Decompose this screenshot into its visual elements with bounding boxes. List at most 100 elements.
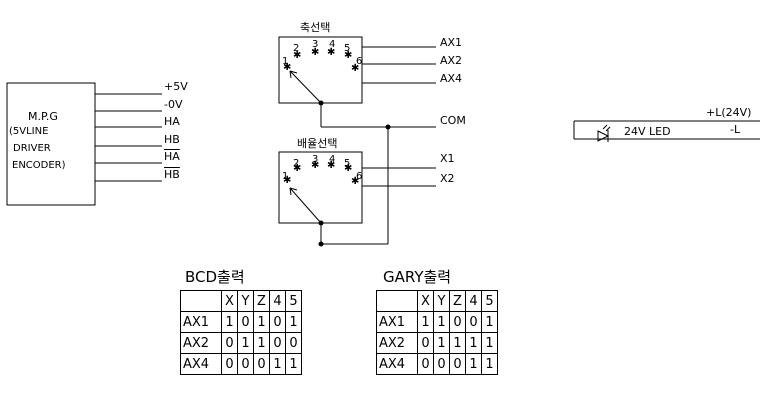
gary-table-title: GARY출력 bbox=[383, 268, 452, 286]
svg-text:✱: ✱ bbox=[327, 160, 335, 171]
table-cell: 1 bbox=[433, 332, 450, 354]
table-header-cell: 4 bbox=[269, 290, 286, 312]
svg-text:✱: ✱ bbox=[327, 47, 335, 58]
table-cell: 1 bbox=[253, 332, 270, 354]
led-label: 24V LED bbox=[624, 125, 671, 138]
table-cell: 1 bbox=[237, 332, 254, 354]
table-cell: 0 bbox=[237, 353, 254, 375]
table-row: AX1 1 1 0 0 1 bbox=[376, 311, 498, 333]
table-cell: 0 bbox=[269, 311, 286, 333]
mag-out-label-x1: X1 bbox=[440, 152, 455, 165]
table-cell: 1 bbox=[481, 332, 498, 354]
table-header-cell: Y bbox=[237, 290, 254, 312]
table-row: AX2 0 1 1 1 1 bbox=[376, 332, 498, 354]
table-cell: 1 bbox=[285, 311, 302, 333]
table-cell: 1 bbox=[449, 332, 466, 354]
axis-switch-wiper bbox=[289, 70, 322, 104]
pin-label-ha: HA bbox=[164, 115, 180, 128]
led-symbol bbox=[597, 130, 610, 142]
svg-text:✱: ✱ bbox=[293, 163, 301, 174]
table-header-cell: 4 bbox=[465, 290, 482, 312]
table-header-row: X Y Z 4 5 bbox=[180, 290, 302, 312]
bcd-truth-table: X Y Z 4 5 AX1 1 0 1 0 1 AX2 0 1 1 0 0 AX… bbox=[180, 290, 302, 375]
pin-label-hb: HB bbox=[164, 133, 180, 146]
mpg-sub-line-2: DRIVER bbox=[13, 143, 51, 154]
table-cell: AX2 bbox=[376, 332, 418, 354]
pin-label-ha-bar: HA bbox=[164, 150, 180, 163]
axis-out-label-ax4: AX4 bbox=[440, 72, 463, 85]
table-cell: 0 bbox=[417, 353, 434, 375]
mag-switch-title: 배율선택 bbox=[297, 137, 338, 150]
table-cell: 0 bbox=[221, 332, 238, 354]
table-cell: 0 bbox=[237, 311, 254, 333]
table-cell: AX4 bbox=[180, 353, 222, 375]
table-cell: 0 bbox=[285, 332, 302, 354]
junction-dot bbox=[385, 124, 391, 130]
mpg-label: M.P.G bbox=[28, 110, 58, 123]
table-header-cell bbox=[180, 290, 222, 312]
table-cell: 1 bbox=[481, 311, 498, 333]
mag-pos-3: 3 bbox=[312, 154, 319, 165]
table-cell: 0 bbox=[253, 353, 270, 375]
table-header-cell: Z bbox=[253, 290, 270, 312]
table-cell: 1 bbox=[269, 353, 286, 375]
table-cell: 1 bbox=[253, 311, 270, 333]
table-header-cell: X bbox=[417, 290, 434, 312]
junction-dot bbox=[318, 241, 324, 247]
mag-pos-5: 5 bbox=[344, 158, 351, 169]
com-label: COM bbox=[440, 114, 466, 127]
table-header-cell: 5 bbox=[285, 290, 302, 312]
mag-pos-6: 6 bbox=[356, 171, 363, 182]
junction-dot bbox=[318, 100, 324, 106]
table-row: AX4 0 0 0 1 1 bbox=[376, 353, 498, 375]
table-cell: 0 bbox=[269, 332, 286, 354]
bcd-table-title: BCD출력 bbox=[185, 268, 245, 286]
axis-pos-2: 2 bbox=[293, 43, 300, 54]
axis-switch-title: 축선택 bbox=[300, 21, 331, 34]
svg-text:✱: ✱ bbox=[283, 175, 291, 186]
table-cell: 1 bbox=[221, 311, 238, 333]
pin-label-0v: -0V bbox=[164, 98, 183, 111]
table-header-cell: Z bbox=[449, 290, 466, 312]
mag-pos-4: 4 bbox=[329, 154, 336, 165]
axis-pos-1: 1 bbox=[282, 56, 289, 67]
table-cell: AX1 bbox=[180, 311, 222, 333]
svg-text:✱: ✱ bbox=[311, 160, 319, 171]
table-header-cell: X bbox=[221, 290, 238, 312]
led-minus-label: -L bbox=[730, 123, 741, 136]
mag-pos-2: 2 bbox=[293, 158, 300, 169]
svg-text:✱: ✱ bbox=[344, 163, 352, 174]
svg-text:✱: ✱ bbox=[311, 47, 319, 58]
svg-text:✱: ✱ bbox=[351, 63, 359, 74]
table-cell: 1 bbox=[285, 353, 302, 375]
table-header-cell: 5 bbox=[481, 290, 498, 312]
axis-out-label-ax1: AX1 bbox=[440, 36, 463, 49]
table-cell: AX4 bbox=[376, 353, 418, 375]
table-cell: 0 bbox=[449, 311, 466, 333]
svg-text:✱: ✱ bbox=[344, 50, 352, 61]
table-row: AX1 1 0 1 0 1 bbox=[180, 311, 302, 333]
axis-pos-5: 5 bbox=[344, 43, 351, 54]
table-row: AX4 0 0 0 1 1 bbox=[180, 353, 302, 375]
svg-text:✱: ✱ bbox=[293, 50, 301, 61]
pin-label-5v: +5V bbox=[164, 80, 188, 93]
table-cell: 0 bbox=[221, 353, 238, 375]
mpg-sub-line-3: ENCODER) bbox=[12, 160, 66, 171]
table-cell: 0 bbox=[465, 311, 482, 333]
svg-text:✱: ✱ bbox=[351, 176, 359, 187]
axis-out-label-ax2: AX2 bbox=[440, 54, 463, 67]
svg-text:✱: ✱ bbox=[283, 62, 291, 73]
mag-out-label-x2: X2 bbox=[440, 172, 455, 185]
table-cell: AX2 bbox=[180, 332, 222, 354]
table-cell: 1 bbox=[465, 353, 482, 375]
pin-label-hb-bar: HB bbox=[164, 168, 180, 181]
table-cell: 1 bbox=[481, 353, 498, 375]
gary-truth-table: X Y Z 4 5 AX1 1 1 0 0 1 AX2 0 1 1 1 1 AX… bbox=[376, 290, 498, 375]
mag-pos-1: 1 bbox=[282, 171, 289, 182]
table-cell: 1 bbox=[417, 311, 434, 333]
table-header-row: X Y Z 4 5 bbox=[376, 290, 498, 312]
table-cell: 0 bbox=[449, 353, 466, 375]
table-header-cell: Y bbox=[433, 290, 450, 312]
junction-dot bbox=[318, 220, 324, 226]
